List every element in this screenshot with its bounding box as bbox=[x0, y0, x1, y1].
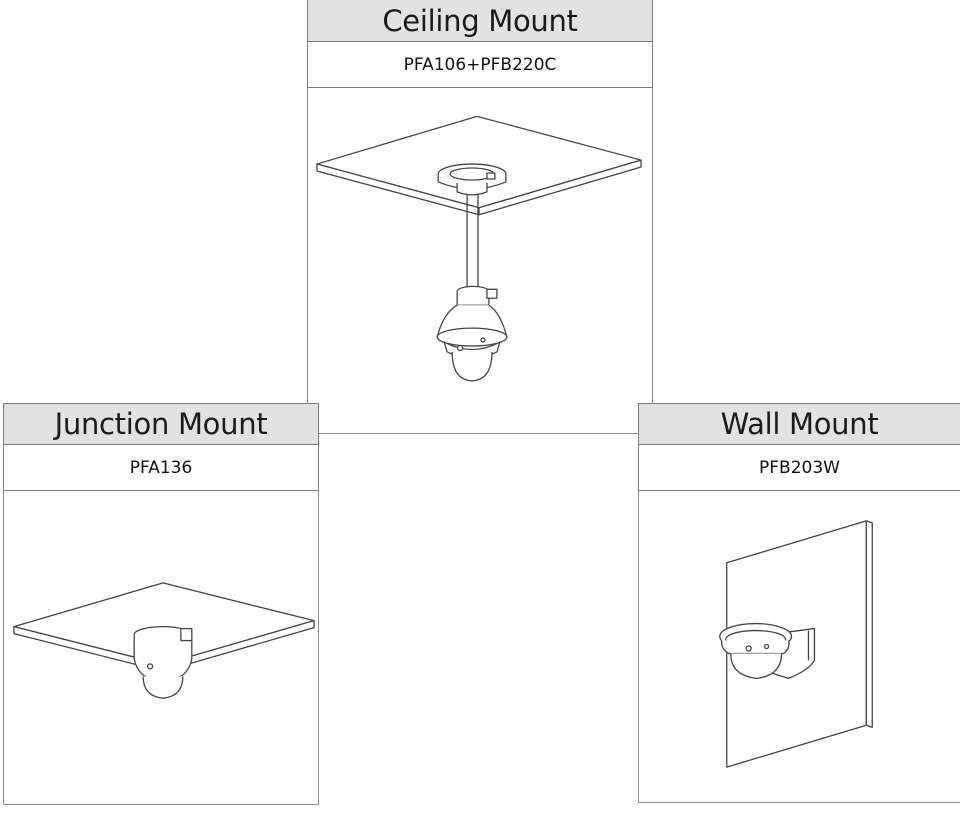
junction-mount-model: PFA136 bbox=[3, 445, 319, 491]
wall-mount-panel: Wall Mount PFB203W bbox=[638, 403, 960, 803]
wall-mount-illustration bbox=[638, 491, 960, 803]
junction-mount-title: Junction Mount bbox=[3, 403, 319, 445]
wall-mount-model: PFB203W bbox=[638, 445, 960, 491]
junction-mount-illustration bbox=[3, 491, 319, 805]
junction-box-dome-camera-icon bbox=[13, 582, 315, 699]
wall-bracket-dome-camera-icon bbox=[719, 520, 873, 768]
pendant-ceiling-dome-camera-icon bbox=[316, 115, 642, 382]
wall-mount-title: Wall Mount bbox=[638, 403, 960, 445]
ceiling-mount-model: PFA106+PFB220C bbox=[307, 42, 653, 88]
ceiling-mount-panel: Ceiling Mount PFA106+PFB220C bbox=[307, 0, 653, 434]
ceiling-mount-title: Ceiling Mount bbox=[307, 0, 653, 42]
ceiling-mount-illustration bbox=[307, 88, 653, 434]
junction-mount-panel: Junction Mount PFA136 bbox=[3, 403, 319, 805]
